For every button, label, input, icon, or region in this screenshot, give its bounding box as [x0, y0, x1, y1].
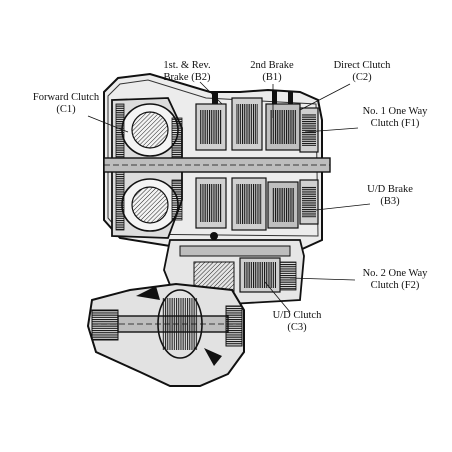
main-shaft: [103, 157, 331, 173]
label-one-way-clutch-1-line1: No. 1 One Way: [362, 106, 428, 117]
label-ud-brake: U/D Brake (B3): [360, 184, 420, 208]
label-one-way-clutch-2-line1: No. 2 One Way: [362, 268, 428, 279]
label-second-brake-line2: (B1): [262, 72, 282, 83]
label-first-rev-brake-line2: Brake (B2): [163, 72, 211, 83]
clutch-packs-lower: [195, 177, 319, 231]
differential-housing: [86, 282, 245, 387]
label-direct-clutch-line2: (C2): [352, 72, 372, 83]
label-ud-brake-line1: U/D Brake: [367, 184, 413, 195]
leader-first-rev-brake: [199, 81, 223, 105]
label-first-rev-brake: 1st. & Rev. Brake (B2): [152, 60, 222, 84]
label-direct-clutch-line1: Direct Clutch: [333, 60, 391, 71]
leader-one-way-clutch-2: [289, 277, 356, 281]
leader-ud-brake: [315, 203, 371, 211]
label-forward-clutch-line2: (C1): [56, 104, 76, 115]
clutch-packs-upper: [195, 90, 319, 153]
label-second-brake: 2nd Brake (B1): [240, 60, 304, 84]
label-ud-clutch: U/D Clutch (C3): [262, 310, 332, 334]
label-second-brake-line1: 2nd Brake: [250, 60, 294, 71]
label-ud-clutch-line1: U/D Clutch: [272, 310, 322, 321]
label-one-way-clutch-2-line2: Clutch (F2): [370, 280, 420, 291]
label-one-way-clutch-1: No. 1 One Way Clutch (F1): [352, 106, 438, 130]
label-one-way-clutch-2: No. 2 One Way Clutch (F2): [352, 268, 438, 292]
label-one-way-clutch-1-line2: Clutch (F1): [370, 118, 420, 129]
label-forward-clutch: Forward Clutch (C1): [24, 92, 108, 116]
leader-forward-clutch: [87, 115, 129, 133]
leader-ud-clutch: [264, 281, 291, 313]
label-direct-clutch: Direct Clutch (C2): [322, 60, 402, 84]
label-ud-brake-line2: (B3): [380, 196, 400, 207]
forward-clutch-housing: [111, 97, 183, 239]
leader-direct-clutch: [299, 83, 351, 111]
label-ud-clutch-line2: (C3): [287, 322, 307, 333]
leader-one-way-clutch-1: [304, 127, 359, 133]
label-first-rev-brake-line1: 1st. & Rev.: [163, 60, 211, 71]
label-forward-clutch-line1: Forward Clutch: [32, 92, 100, 103]
